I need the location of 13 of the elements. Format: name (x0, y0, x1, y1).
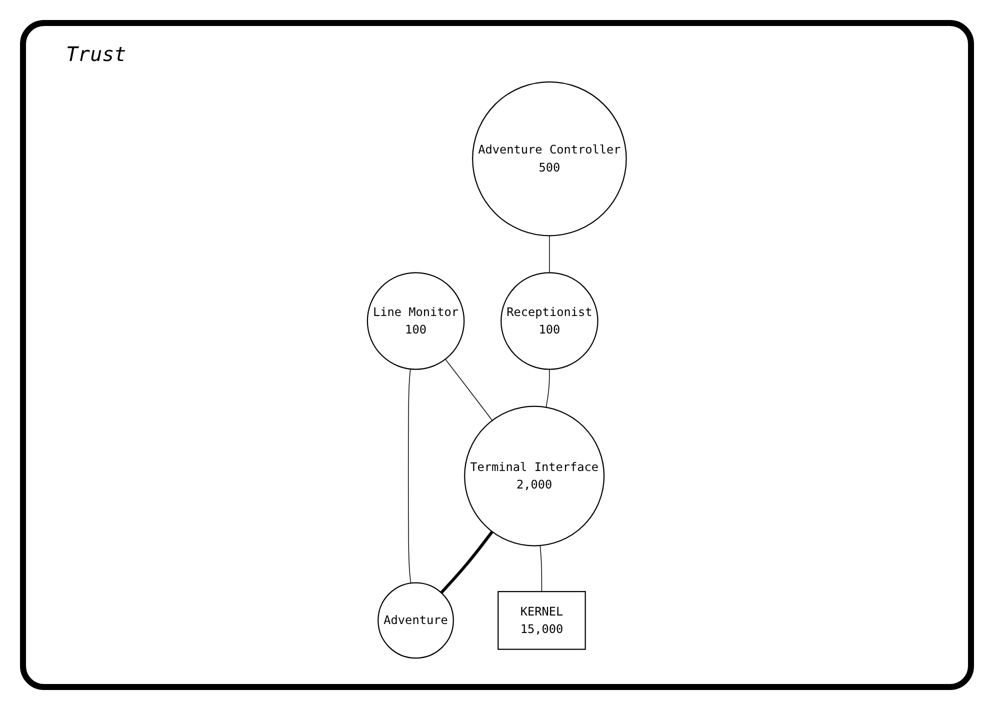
connector (540, 545, 542, 592)
connector (440, 530, 494, 594)
node-circle: Terminal Interface 2,000 (464, 406, 605, 546)
node-circle: Line Monitor 100 (367, 272, 465, 370)
connector (549, 235, 550, 274)
node-circle: Receptionist 100 (500, 272, 598, 370)
node-box: KERNEL 15,000 (498, 591, 586, 650)
node-circle: Adventure (378, 582, 454, 659)
connector (445, 358, 493, 421)
connector (546, 368, 550, 408)
boundary-label: Trust (66, 42, 126, 66)
connector (408, 368, 412, 584)
node-circle: Adventure Controller 500 (472, 81, 627, 236)
